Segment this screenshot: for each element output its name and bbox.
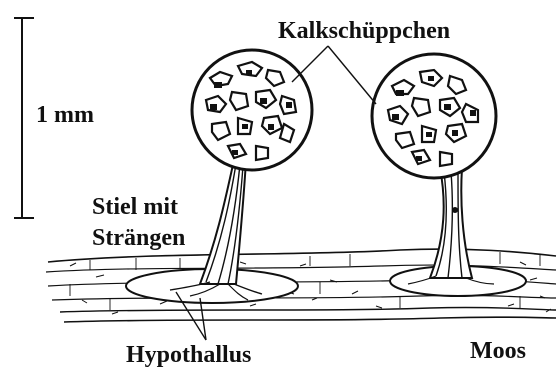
stalk-label-line2: Strängen [92,226,185,250]
scales-label: Kalkschüppchen [278,19,450,43]
stalk-label-line1: Stiel mit [92,195,178,219]
hypothallus-label: Hypothallus [126,343,251,367]
moss-label: Moos [470,339,526,363]
scale-label: 1 mm [36,103,94,127]
sporangium-right [372,54,496,178]
scale-bar [14,18,34,218]
sporangium-left [192,50,312,170]
